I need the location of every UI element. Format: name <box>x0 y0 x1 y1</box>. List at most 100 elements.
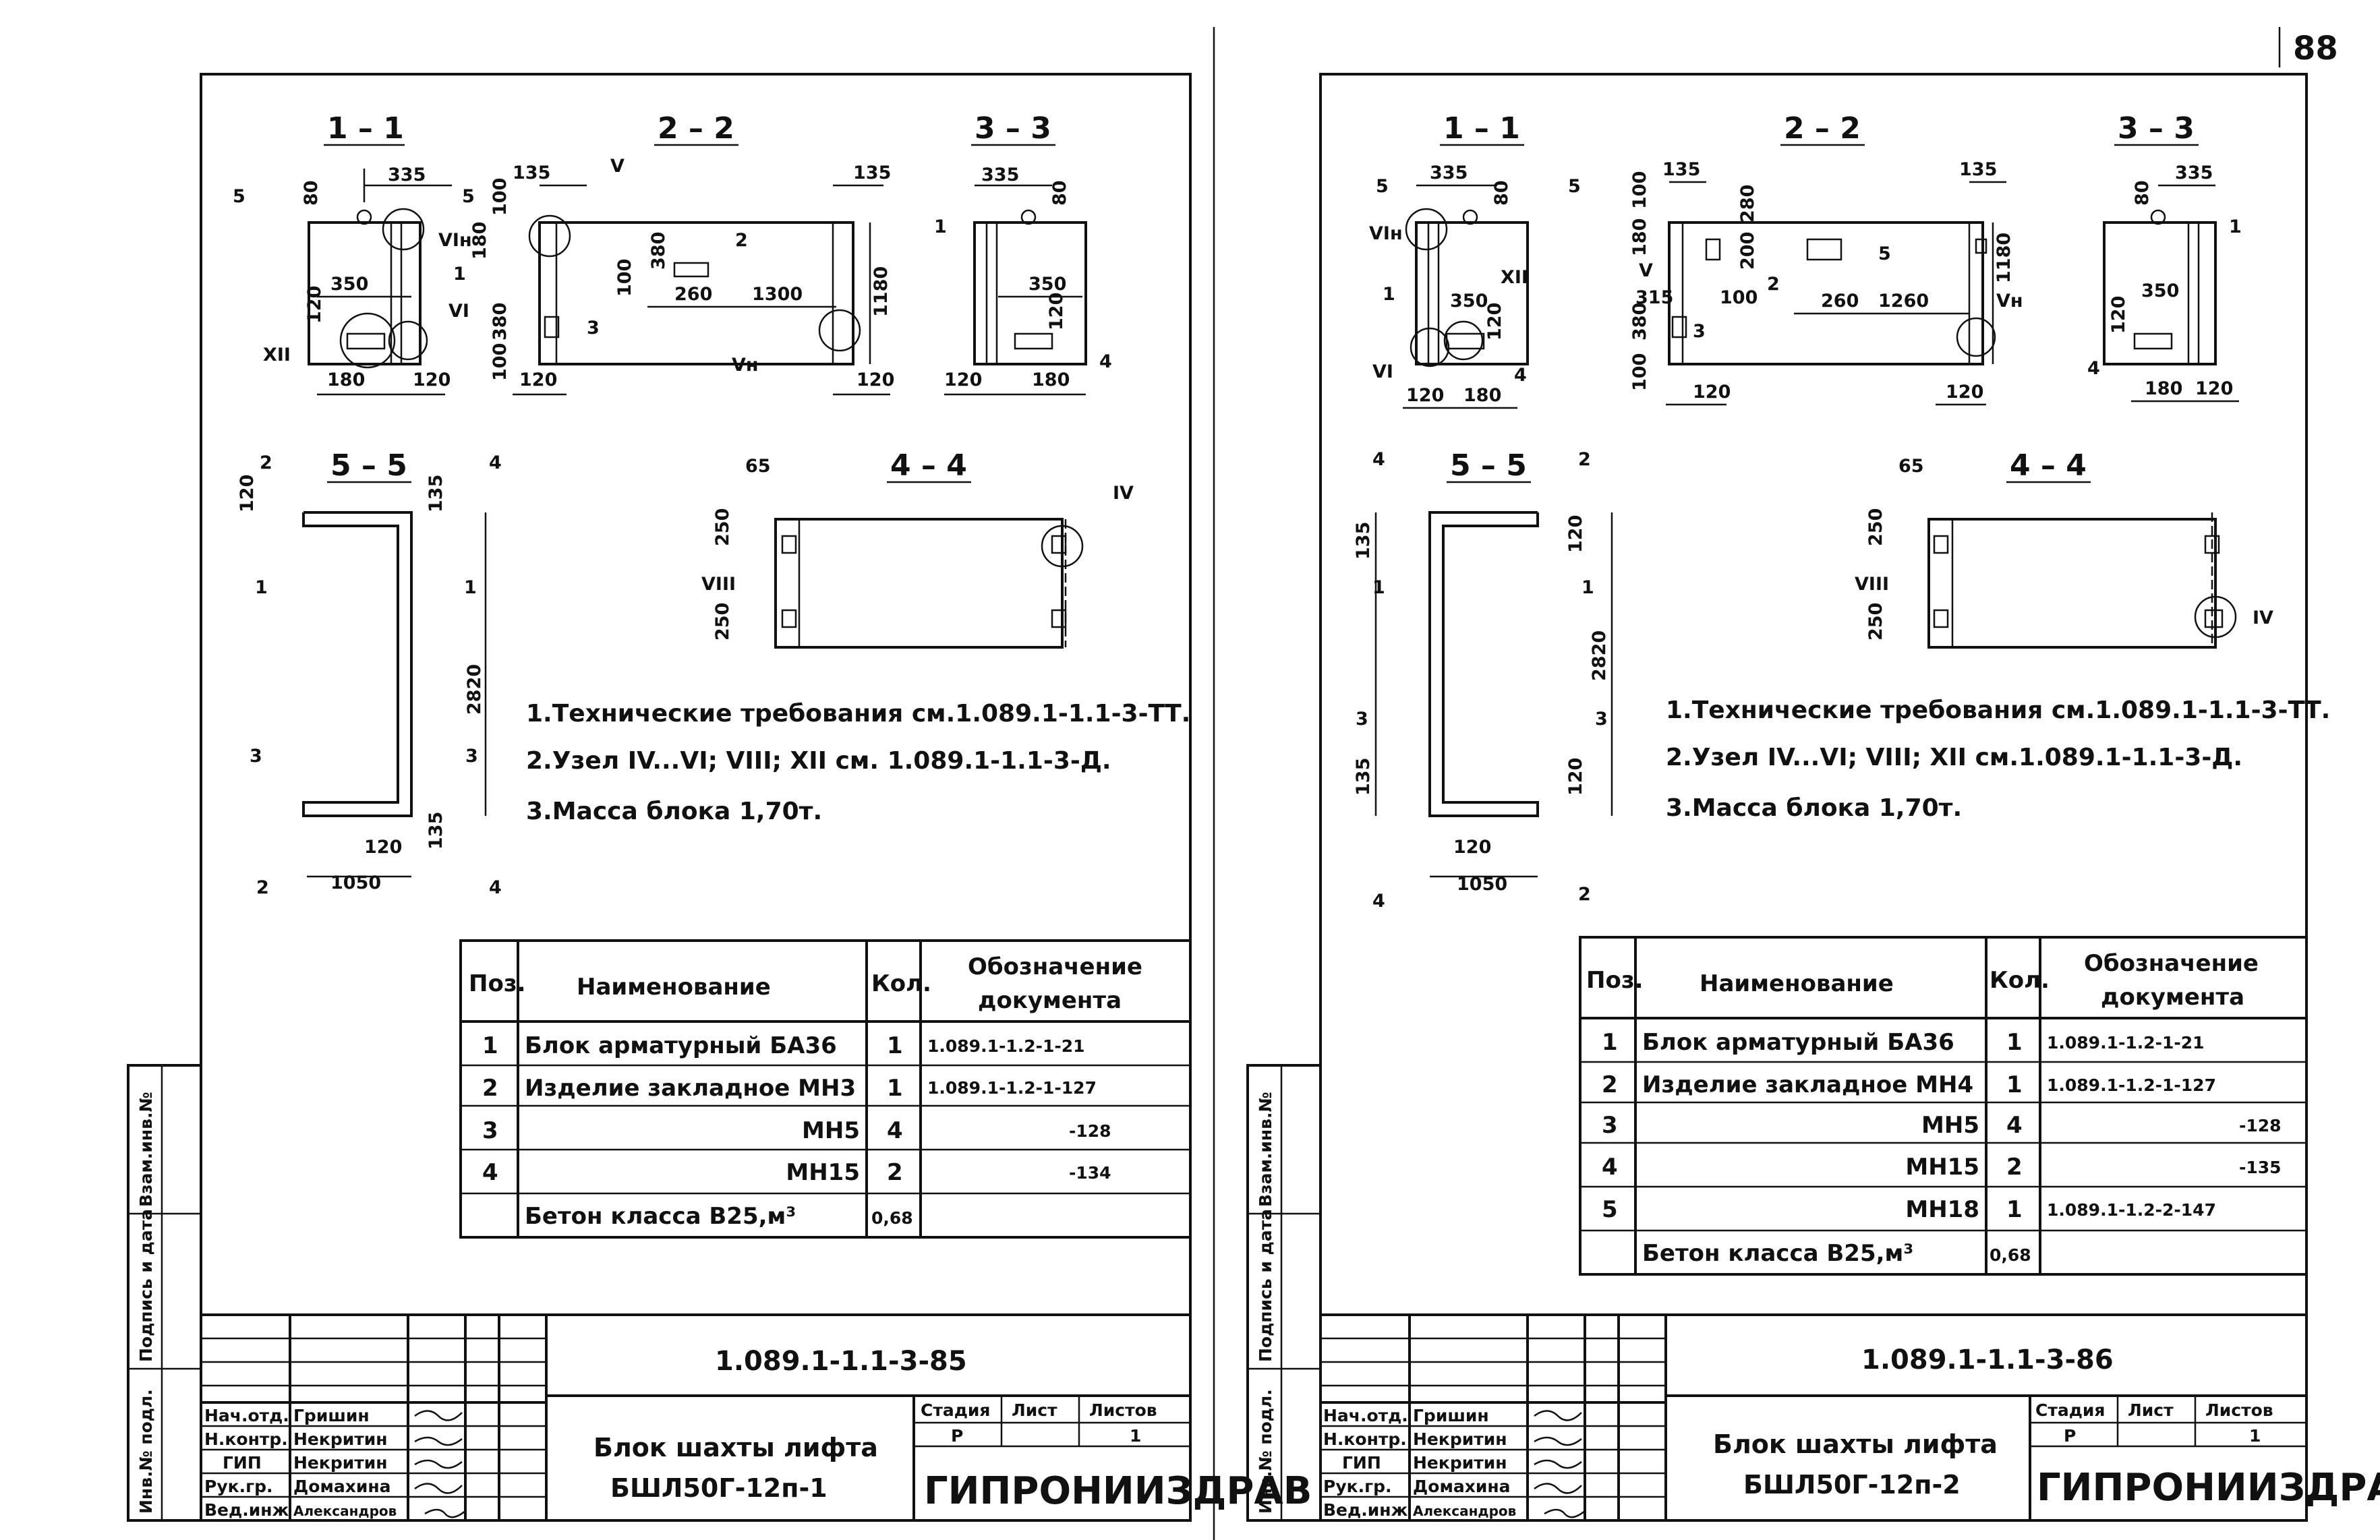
label-sheets-1-stamp-stage: Р <box>2064 1426 2076 1446</box>
label-sheets-0-stamp-roles-0-name: Гришин <box>293 1406 370 1425</box>
label-sheets-0-dims-d180c: 180 <box>1032 369 1070 390</box>
stamp-org: ГИПРОНИИЗДРАВ <box>924 1469 1312 1513</box>
label-sheets-1-spec_table-rows-2-name: МН5 <box>1921 1112 1979 1139</box>
label-sheets-1-stamp-roles-4-name: Александров <box>1413 1503 1516 1519</box>
label-sheets-0-dims-d135b: 135 <box>853 162 891 183</box>
view-5-5: 2820 1050 120 135 120 135 2 4 1 1 3 3 2 … <box>237 452 502 898</box>
label-sheets-0-dims-d380: 380 <box>648 232 669 270</box>
label-sheets-1-spec_table-rows-0-name: Блок арматурный БА36 <box>1642 1029 1954 1056</box>
side-inv-podl: Инв.№ подл. <box>136 1389 156 1514</box>
label-sheets-1-stamp-roles-0-name: Гришин <box>1413 1406 1489 1425</box>
label-sheets-0-dims-d335: 335 <box>388 165 426 185</box>
page-number: 88 <box>2293 30 2338 67</box>
label-sheets-1-dims-d100c: 100 <box>1629 353 1650 391</box>
label-sheets-0-stamp-sheet_h: Лист <box>1012 1400 1057 1420</box>
label-sheets-1-spec_table-rows-1-pos: 2 <box>1602 1071 1618 1098</box>
section-4-4-title-r: 4 – 4 <box>2010 448 2087 483</box>
label-sheets-0-spec_table-rows-1-pos: 2 <box>482 1075 498 1102</box>
label-sheets-0-dims-n_Vn: Vн <box>732 355 759 376</box>
label-sheets-1-dims-d120i: 120 <box>1453 837 1491 858</box>
label-sheets-1-dims-d135a: 135 <box>1662 159 1700 180</box>
label-sheets-0-dims-d380b: 380 <box>490 303 511 340</box>
label-sheets-0-spec_table-rows-0-name: Блок арматурный БА36 <box>525 1032 837 1059</box>
label-sheets-1-dims-d135d: 135 <box>1353 758 1374 796</box>
section-2-2-title: 2 – 2 <box>658 111 734 146</box>
label-sheets-1-dims-p1: 1 <box>1383 284 1395 305</box>
label-sheets-0-dims-cut4a: 4 <box>489 452 502 473</box>
label-sheets-1-dims-d335b: 335 <box>2175 162 2213 183</box>
label-sheets-1-spec_table-rows-0-qty: 1 <box>2006 1029 2023 1056</box>
label-sheets-0-dims-d135a: 135 <box>513 162 550 183</box>
label-sheets-1-dims-p2: 2 <box>1767 274 1780 295</box>
label-sheets-1-spec_table-rows-2-pos: 3 <box>1602 1112 1618 1139</box>
label-sheets-1-stamp-roles-0-role: Нач.отд. <box>1323 1406 1408 1425</box>
label-sheets-0-dims-d1300: 1300 <box>752 284 803 305</box>
label-sheets-1-dims-d335: 335 <box>1430 162 1468 183</box>
label-sheets-1-stamp-roles-4-role: Вед.инж <box>1323 1500 1407 1520</box>
label-sheets-1-dims-d315: 315 <box>1635 287 1673 308</box>
label-sheets-1-stamp-roles-2-name: Некритин <box>1413 1453 1507 1473</box>
label-sheets-1-dims-d120h: 120 <box>1565 758 1586 796</box>
label-sheets-0-dims-d135c: 135 <box>426 475 446 512</box>
label-sheets-0-dims-d250a: 250 <box>712 508 733 546</box>
label-sheets-1-dims-d350b: 350 <box>2141 280 2179 301</box>
label-sheets-1-dims-cut4b: 4 <box>1372 891 1385 912</box>
label-sheets-0-dims-d250b: 250 <box>712 603 733 641</box>
label-sheets-1-spec_table-rows-4-name: МН18 <box>1905 1196 1979 1223</box>
label-sheets-1-dims-d1180: 1180 <box>1994 233 2014 283</box>
label-sheets-0-spec_table-rows-3-doc: -134 <box>1069 1163 1111 1183</box>
section-2-2-title-r: 2 – 2 <box>1784 111 1861 146</box>
label-sheets-0-dims-cut1b: 1 <box>464 577 477 598</box>
label-sheets-0-dims-d260: 260 <box>674 284 712 305</box>
label-sheets-0-stamp-roles-1-name: Некритин <box>293 1429 388 1449</box>
label-sheets-0-spec_table-rows-2-doc: -128 <box>1069 1121 1111 1141</box>
label-sheets-1-dims-n_XII: XII <box>1501 267 1528 288</box>
section-5-5-title-r: 5 – 5 <box>1450 448 1527 483</box>
side-podpis-r: Подпись и дата <box>1256 1209 1275 1362</box>
label-sheets-1-dims-cut2b: 2 <box>1578 884 1591 905</box>
label-sheets-1-spec_table-rows-1-name: Изделие закладное МН4 <box>1642 1071 1973 1098</box>
label-sheets-0-dims-d350: 350 <box>330 274 368 295</box>
label-sheets-0-dims-d100b: 100 <box>614 259 635 297</box>
spec-head-doc1: Обозначение <box>968 953 1142 980</box>
label-sheets-1-spec_table-rows-3-qty: 2 <box>2006 1154 2023 1181</box>
label-sheets-0-stamp-roles-2-role: ГИП <box>223 1453 262 1473</box>
view-3-3: 335 80 350 120 120 180 1 4 <box>934 165 1112 396</box>
label-sheets-0-stamp-roles-4-role: Вед.инж <box>204 1500 289 1520</box>
label-sheets-1-dims-d250a: 250 <box>1865 508 1886 546</box>
label-sheets-1-notes-2: 3.Масса блока 1,70т. <box>1666 794 1962 822</box>
label-sheets-0-dims-cut2b: 2 <box>256 877 269 898</box>
notes-left: 1.Технические требования см.1.089.1-1.1-… <box>526 700 1190 825</box>
label-sheets-0-spec_table-rows-0-qty: 1 <box>887 1032 903 1059</box>
label-sheets-1-dims-d5b: 5 <box>1568 176 1581 197</box>
label-sheets-0-dims-d120c: 120 <box>519 369 557 390</box>
label-sheets-0-dims-p1: 1 <box>453 264 466 285</box>
label-sheets-1-spec_table-rows-0-pos: 1 <box>1602 1029 1618 1056</box>
label-sheets-0-dims-n_V: V <box>610 156 625 177</box>
label-sheets-1-dims-d100b: 100 <box>1720 287 1758 308</box>
label-sheets-0-spec_table-rows-0-doc: 1.089.1-1.2-1-21 <box>927 1036 1085 1056</box>
label-sheets-0-spec_table-rows-3-pos: 4 <box>482 1159 498 1186</box>
label-sheets-0-dims-d100a: 100 <box>490 178 511 216</box>
view-5-5-right: 2820 135 120 135 120 120 1050 4 2 1 1 3 … <box>1353 449 1613 912</box>
label-sheets-0-notes-2: 3.Масса блока 1,70т. <box>526 798 822 825</box>
label-sheets-1-stamp-sheets: 1 <box>2249 1426 2261 1446</box>
spec-head-qty: Кол. <box>871 970 931 997</box>
spec-head-qty-r: Кол. <box>1990 967 2050 994</box>
label-sheets-0-dims-d120e: 120 <box>1046 293 1067 330</box>
spec-table-right: Поз. Наименование Кол. Обозначение докум… <box>1579 936 2308 1276</box>
label-sheets-1-spec_table-rows-0-doc: 1.089.1-1.2-1-21 <box>2047 1033 2205 1053</box>
label-sheets-1-dims-cut3a: 3 <box>1356 709 1368 730</box>
spec-head-name: Наименование <box>577 974 771 1001</box>
label-sheets-1-stamp-roles-3-name: Домахина <box>1413 1477 1511 1496</box>
label-sheets-0-dims-n_VI: VI <box>448 301 469 322</box>
label-sheets-0-dims-p4b: 4 <box>1099 351 1112 372</box>
label-sheets-0-dims-d120h: 120 <box>364 837 402 858</box>
label-sheets-0-dims-p3: 3 <box>587 318 600 338</box>
label-sheets-0-stamp-roles-1-role: Н.контр. <box>204 1429 288 1449</box>
label-sheets-1-spec_table-rows-4-qty: 1 <box>2006 1196 2023 1223</box>
label-sheets-0-stamp-stage_h: Стадия <box>921 1400 990 1420</box>
label-sheets-0-stamp-sheets_h: Листов <box>1089 1400 1157 1420</box>
label-sheets-0-dims-cut3a: 3 <box>250 746 262 767</box>
